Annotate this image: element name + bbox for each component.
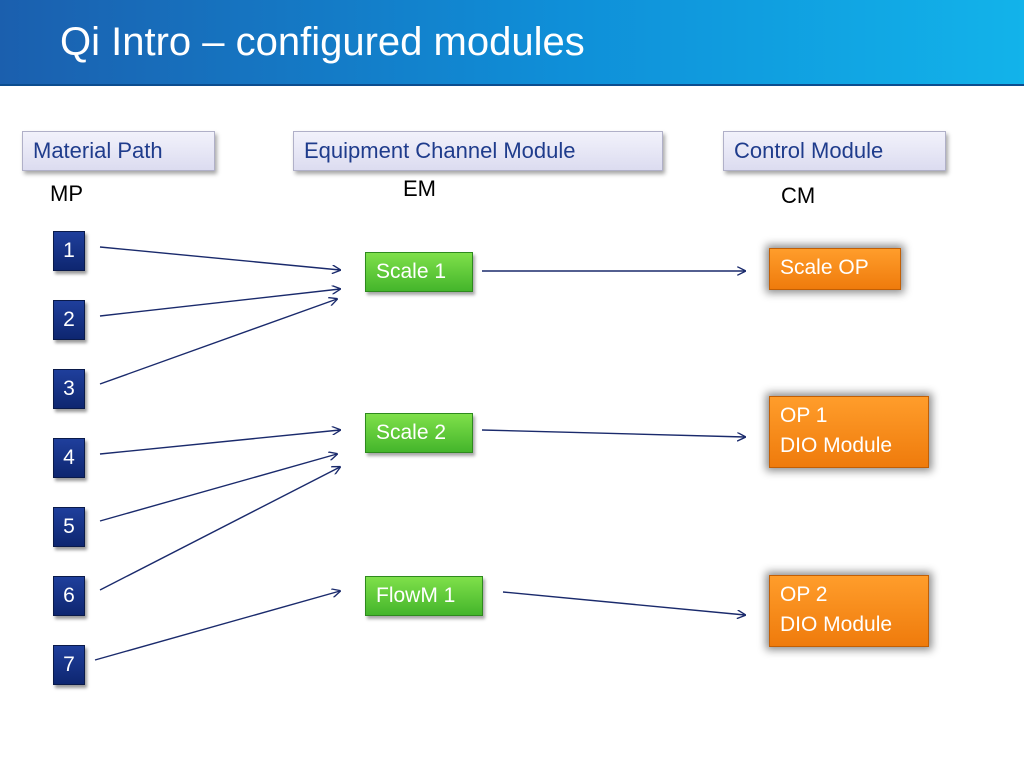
material-path-3: 3 [53, 369, 85, 409]
equipment-channel-module-header: Equipment Channel Module [293, 131, 663, 171]
control-module-scale-op: Scale OP [769, 248, 901, 290]
control-module-scale-op-line-1: Scale OP [780, 256, 869, 279]
arrow-mp5-to-scale-2 [99, 454, 337, 522]
control-module-op-2: OP 2 DIO Module [769, 575, 929, 647]
equipment-module-flowm-1: FlowM 1 [365, 576, 483, 616]
arrow-mp1-to-scale-1 [99, 246, 340, 270]
material-path-1: 1 [53, 231, 85, 271]
material-path-7: 7 [53, 645, 85, 685]
mp-abbreviation: MP [50, 181, 83, 206]
slide-title: Qi Intro – configured modules [60, 20, 585, 64]
arrow-mp4-to-scale-2 [99, 430, 340, 455]
arrow-scale-2-to-op-1 [481, 429, 745, 437]
equipment-module-scale-1: Scale 1 [365, 252, 473, 292]
slide-header: Qi Intro – configured modules [0, 0, 1024, 86]
cm-abbreviation: CM [781, 183, 816, 208]
control-module-op-2-line-1: OP 2 [780, 583, 828, 606]
arrow-mp7-to-flowm-1 [94, 591, 340, 661]
arrow-mp6-to-scale-2 [99, 467, 340, 591]
em-abbreviation: EM [403, 176, 436, 201]
material-path-6: 6 [53, 576, 85, 616]
control-module-op-2-line-2: DIO Module [780, 613, 893, 636]
control-module-header: Control Module [723, 131, 946, 171]
control-module-op-1: OP 1 DIO Module [769, 396, 929, 468]
material-path-header: Material Path [22, 131, 215, 171]
arrow-mp2-to-scale-1 [99, 289, 340, 317]
arrow-flowm-1-to-op-2 [502, 591, 745, 615]
material-path-4: 4 [53, 438, 85, 478]
arrow-mp3-to-scale-1 [99, 299, 337, 385]
control-module-op-1-line-1: OP 1 [780, 404, 828, 427]
material-path-2: 2 [53, 300, 85, 340]
control-module-op-1-line-2: DIO Module [780, 434, 893, 457]
equipment-module-scale-2: Scale 2 [365, 413, 473, 453]
material-path-5: 5 [53, 507, 85, 547]
